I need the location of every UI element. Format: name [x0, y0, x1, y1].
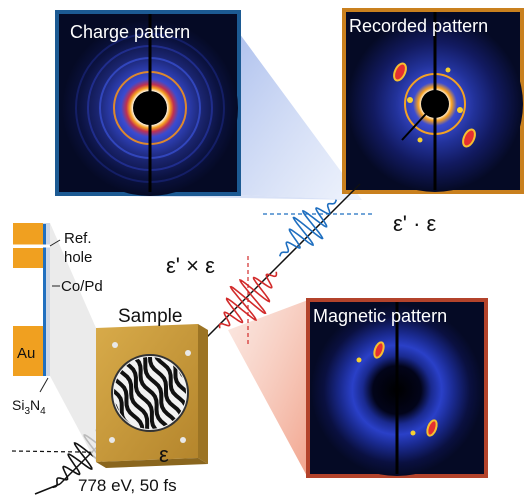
blue-wave	[263, 199, 375, 257]
stripe-domain	[131, 357, 173, 429]
stripe-domain	[114, 362, 154, 429]
ref-hole-label-line1: Ref.	[64, 230, 92, 247]
magnetic-pattern-panel: Magnetic pattern	[306, 298, 488, 478]
magnetic-projection-cone	[228, 300, 308, 478]
magnetic-pattern-title: Magnetic pattern	[313, 306, 447, 326]
recorded-pattern-panel: Recorded pattern	[342, 8, 524, 194]
charge-pattern-title: Charge pattern	[70, 22, 190, 42]
beam-energy-label: 778 eV, 50 fs	[78, 476, 177, 495]
charge-projection-cone-lower	[57, 195, 362, 200]
stripe-domain	[140, 357, 180, 429]
sample	[96, 324, 208, 468]
charge-pattern-panel: Charge pattern	[55, 10, 241, 196]
red-wave	[218, 256, 278, 346]
cross-product-label: ε' × ε	[166, 253, 215, 278]
stripe-domain	[147, 357, 184, 426]
stripe-domain	[152, 357, 186, 424]
charge-projection-cone	[228, 18, 362, 200]
recorded-peak-1	[393, 62, 407, 82]
si3n4-label: Si3N4	[12, 397, 46, 417]
stripe-domain	[114, 368, 140, 429]
sample-cross-section	[13, 223, 96, 462]
ref-hole-label-line2: hole	[64, 249, 92, 266]
copd-label: Co/Pd	[61, 278, 103, 295]
recorded-peak-2	[462, 128, 476, 148]
magnetic-peak-1	[373, 341, 385, 359]
au-label: Au	[17, 345, 35, 362]
stripe-domain	[157, 357, 186, 421]
stripe-domain	[121, 358, 164, 429]
epsilon-label: ε	[159, 442, 169, 467]
dot-product-label: ε' · ε	[393, 211, 437, 236]
magnetic-peak-2	[426, 419, 438, 437]
sample-label: Sample	[118, 306, 182, 327]
recorded-pattern-title: Recorded pattern	[349, 16, 488, 36]
